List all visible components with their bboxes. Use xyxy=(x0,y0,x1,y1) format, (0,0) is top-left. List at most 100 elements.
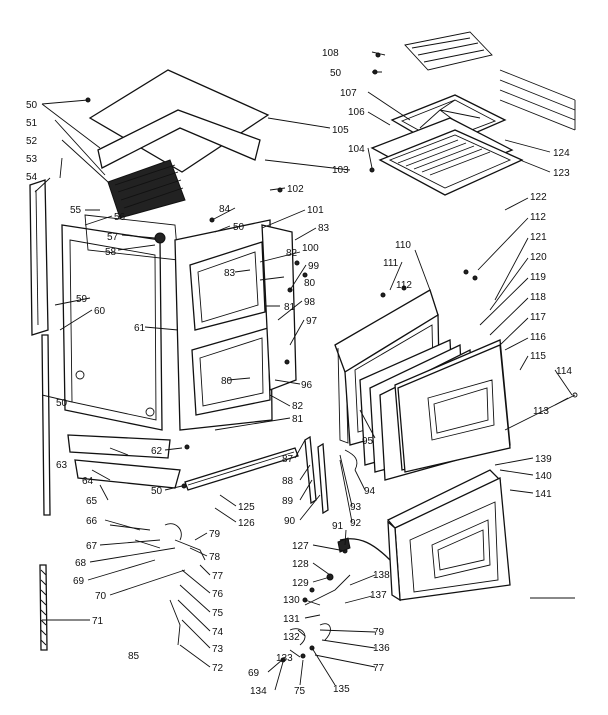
label-139: 139 xyxy=(535,454,552,465)
label-135: 135 xyxy=(333,684,350,695)
label-97: 97 xyxy=(306,316,318,327)
label-72: 72 xyxy=(212,663,224,674)
label-83: 83 xyxy=(224,268,236,279)
label-130: 130 xyxy=(283,595,300,606)
lower-door-window xyxy=(431,519,491,579)
label-132: 132 xyxy=(283,632,300,643)
label-122: 122 xyxy=(530,192,547,203)
label-55: 55 xyxy=(70,205,82,216)
label-71: 71 xyxy=(92,616,104,627)
label-100: 100 xyxy=(302,243,319,254)
label-117: 117 xyxy=(530,312,546,323)
label-108: 108 xyxy=(322,48,339,59)
leader-lines xyxy=(34,51,573,691)
label-60: 60 xyxy=(94,306,106,317)
thermostat-knob xyxy=(154,232,166,244)
label-102: 102 xyxy=(287,184,304,195)
label-81: 81 xyxy=(284,302,296,313)
label-50: 50 xyxy=(151,486,163,497)
label-66: 66 xyxy=(86,516,98,527)
side-insulation xyxy=(29,179,49,336)
label-57: 57 xyxy=(107,232,119,243)
label-84: 84 xyxy=(219,204,231,215)
label-76: 76 xyxy=(212,589,224,600)
label-94: 94 xyxy=(364,486,376,497)
label-64: 64 xyxy=(82,476,94,487)
label-129: 129 xyxy=(292,578,309,589)
door-window xyxy=(427,379,495,441)
side-panel xyxy=(61,224,163,431)
label-93: 93 xyxy=(350,502,362,513)
label-126: 126 xyxy=(238,518,255,529)
label-79: 79 xyxy=(373,627,385,638)
label-141: 141 xyxy=(535,489,552,500)
label-123: 123 xyxy=(553,168,570,179)
label-80: 80 xyxy=(304,278,316,289)
lower-door-assembly xyxy=(386,469,511,602)
callout-labels: 108 50 107 106 105 104 103 124 123 50 51… xyxy=(26,48,572,697)
label-92: 92 xyxy=(350,518,362,529)
label-98: 98 xyxy=(304,297,316,308)
label-140: 140 xyxy=(535,471,552,482)
label-50: 50 xyxy=(330,68,342,79)
label-120: 120 xyxy=(530,252,547,263)
label-70: 70 xyxy=(95,591,107,602)
label-58: 58 xyxy=(105,247,117,258)
label-73: 73 xyxy=(212,644,224,655)
label-106: 106 xyxy=(348,107,365,118)
label-134: 134 xyxy=(250,686,267,697)
label-69: 69 xyxy=(73,576,85,587)
label-83: 83 xyxy=(318,223,330,234)
label-59: 59 xyxy=(76,294,88,305)
label-52: 52 xyxy=(26,136,38,147)
burner-element xyxy=(107,159,186,219)
label-50: 50 xyxy=(26,100,38,111)
label-119: 119 xyxy=(530,272,546,283)
label-96: 96 xyxy=(301,380,313,391)
label-51: 51 xyxy=(26,118,38,129)
label-125: 125 xyxy=(238,502,255,513)
label-81: 81 xyxy=(292,414,304,425)
label-104: 104 xyxy=(348,144,365,155)
label-87: 87 xyxy=(282,454,294,465)
label-115: 115 xyxy=(530,351,546,362)
label-61: 61 xyxy=(134,323,146,334)
upper-door-assembly xyxy=(334,289,578,481)
label-77: 77 xyxy=(212,571,224,582)
label-85: 85 xyxy=(128,651,140,662)
label-124: 124 xyxy=(553,148,570,159)
label-68: 68 xyxy=(75,558,87,569)
label-63: 63 xyxy=(56,460,68,471)
label-78: 78 xyxy=(209,552,221,563)
label-90: 90 xyxy=(284,516,296,527)
label-99: 99 xyxy=(308,261,320,272)
label-95: 95 xyxy=(362,436,374,447)
toe-kick xyxy=(184,447,299,491)
label-116: 116 xyxy=(530,332,546,343)
label-53: 53 xyxy=(26,154,38,165)
label-69: 69 xyxy=(248,668,260,679)
label-107: 107 xyxy=(340,88,357,99)
label-62: 62 xyxy=(151,446,163,457)
label-56: 56 xyxy=(114,212,126,223)
label-82: 82 xyxy=(292,401,304,412)
label-101: 101 xyxy=(307,205,324,216)
label-79: 79 xyxy=(209,529,221,540)
label-121: 121 xyxy=(530,232,547,243)
label-67: 67 xyxy=(86,541,98,552)
label-77: 77 xyxy=(373,663,385,674)
label-127: 127 xyxy=(292,541,309,552)
upper-oven-cavity xyxy=(189,241,266,331)
label-91: 91 xyxy=(332,521,344,532)
label-137: 137 xyxy=(370,590,387,601)
label-110: 110 xyxy=(395,240,411,251)
bottom-tray xyxy=(67,434,171,459)
label-88: 88 xyxy=(282,476,294,487)
broiler-rack-assembly xyxy=(370,31,576,196)
label-65: 65 xyxy=(86,496,98,507)
oven-cabinet xyxy=(29,69,299,516)
label-114: 114 xyxy=(556,366,572,377)
label-50: 50 xyxy=(56,398,68,409)
label-128: 128 xyxy=(292,559,309,570)
label-75: 75 xyxy=(212,608,224,619)
